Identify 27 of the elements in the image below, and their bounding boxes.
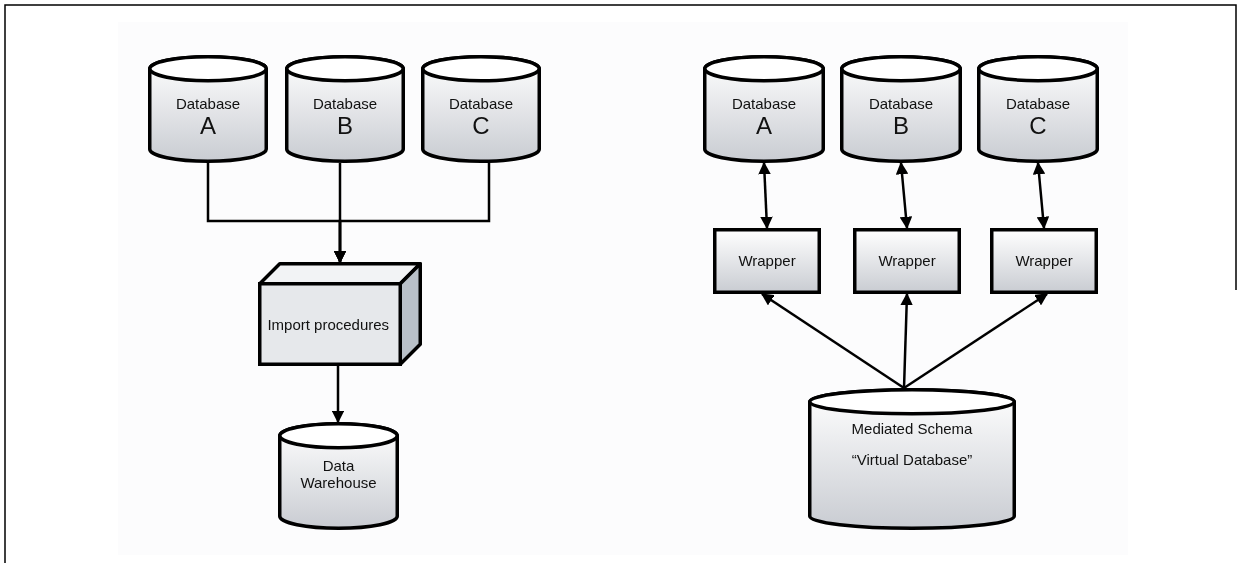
arrow — [333, 163, 491, 264]
node-label: Wrapper — [738, 252, 796, 270]
arrow — [1032, 161, 1050, 230]
arrow — [895, 161, 913, 230]
database-letter: C — [472, 112, 490, 140]
node-label: “Virtual Database” — [851, 451, 973, 469]
arrow — [900, 292, 913, 389]
node-label: Database — [312, 95, 378, 113]
node-label: Database — [448, 95, 514, 113]
node-label: Database — [731, 95, 797, 113]
node-label: Database — [175, 95, 241, 113]
node-label: Data Warehouse — [299, 457, 378, 492]
node-label: Database — [868, 95, 934, 113]
node-label: Wrapper — [878, 252, 936, 270]
node-label: Database — [1005, 95, 1071, 113]
arrow — [331, 366, 345, 424]
node-label: Wrapper — [1015, 252, 1073, 270]
database-letter: C — [1029, 112, 1047, 140]
arrow — [903, 292, 1049, 390]
node-label: Mediated Schema — [851, 420, 973, 438]
database-letter: A — [200, 112, 216, 140]
arrow — [758, 161, 773, 230]
database-letter: B — [337, 112, 353, 140]
database-letter: B — [893, 112, 909, 140]
arrow — [760, 292, 905, 390]
database-letter: A — [756, 112, 772, 140]
node-label: Import procedures — [267, 315, 390, 334]
